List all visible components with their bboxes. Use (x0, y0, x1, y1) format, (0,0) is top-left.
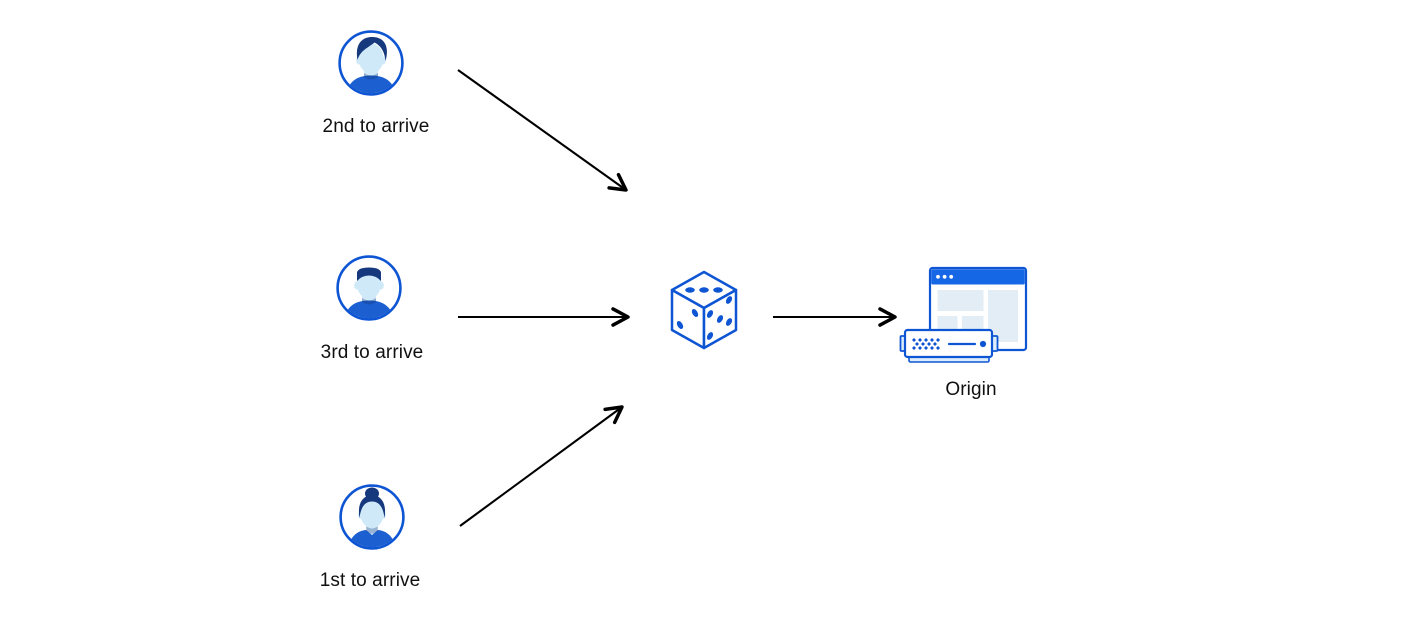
man-short-hair-avatar-icon (336, 255, 402, 321)
client-node-2nd-to-arrive (338, 30, 404, 101)
client-node-3rd-to-arrive (336, 255, 402, 326)
origin-node (898, 262, 1030, 371)
server-icon (899, 328, 999, 363)
dice-icon (670, 270, 738, 350)
client-label-2nd-to-arrive: 2nd to arrive (322, 116, 430, 137)
random-selector-node (666, 269, 742, 356)
origin-icon-group (899, 266, 1028, 363)
client-label-3rd-to-arrive: 3rd to arrive (320, 342, 424, 363)
arrow-1st-to-dice (459, 405, 624, 527)
man-swept-hair-avatar-icon (338, 30, 404, 96)
woman-bun-avatar-icon (339, 484, 405, 550)
client-label-1st-to-arrive: 1st to arrive (319, 570, 421, 591)
origin-label: Origin (945, 379, 997, 400)
client-node-1st-to-arrive (339, 484, 405, 555)
arrow-2nd-to-dice (457, 69, 628, 192)
